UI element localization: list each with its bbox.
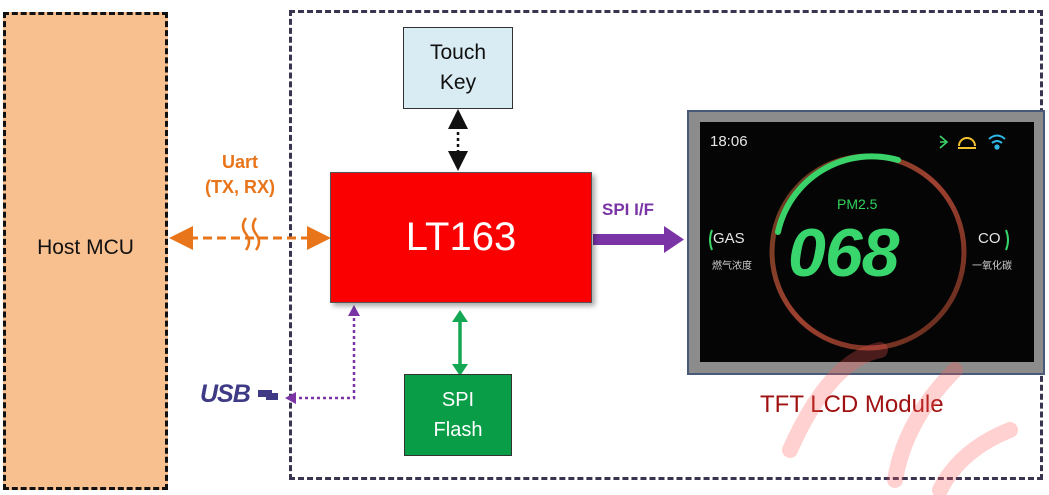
alert-icon [958,137,976,149]
gas-sub-label: 燃气浓度 [712,261,752,272]
lcd-screen: 18:06 PM2.5 068 GAS 燃气浓度 CO 一氧化碳 [700,122,1034,362]
uart-label: Uart (TX, RX) [185,150,295,200]
clock-text: 18:06 [710,133,748,150]
gauge-progress [775,153,901,235]
watermark-mark [782,342,1018,495]
co-sub-label: 一氧化碳 [972,261,1012,272]
usb-logo-icon [258,390,278,400]
co-label: CO [978,230,1001,247]
wifi-icon [988,134,1006,150]
spi-flash-line1: SPI [441,389,475,411]
usb-arrow [293,312,356,400]
touch-key-box: Touch Key [403,27,513,109]
wave-break-icon [241,217,261,251]
uart-label-line1: Uart [221,152,258,172]
host-mcu-box [3,12,168,490]
reading-value: 068 [788,215,899,291]
spi-if-label: SPI I/F [602,200,654,219]
host-mcu-label: Host MCU [37,236,134,259]
lt163-chip-box: LT163 [330,172,592,303]
bluetooth-icon [939,135,949,149]
touch-key-line1: Touch [429,40,487,64]
co-bracket [1005,229,1009,251]
tft-module-label: TFT LCD Module [760,391,944,418]
spi-flash-box: SPI Flash [404,374,512,456]
usb-label: USB [200,380,251,408]
touch-key-line2: Key [439,71,477,94]
spi-flash-line2: Flash [433,419,483,441]
gauge-ring [709,134,1009,351]
gas-bracket [709,229,713,251]
lt163-label: LT163 [405,215,517,259]
gas-label: GAS [713,230,745,247]
metric-label: PM2.5 [837,196,878,212]
spi-if-arrow [593,234,665,245]
uart-label-line2: (TX, RX) [205,177,275,198]
